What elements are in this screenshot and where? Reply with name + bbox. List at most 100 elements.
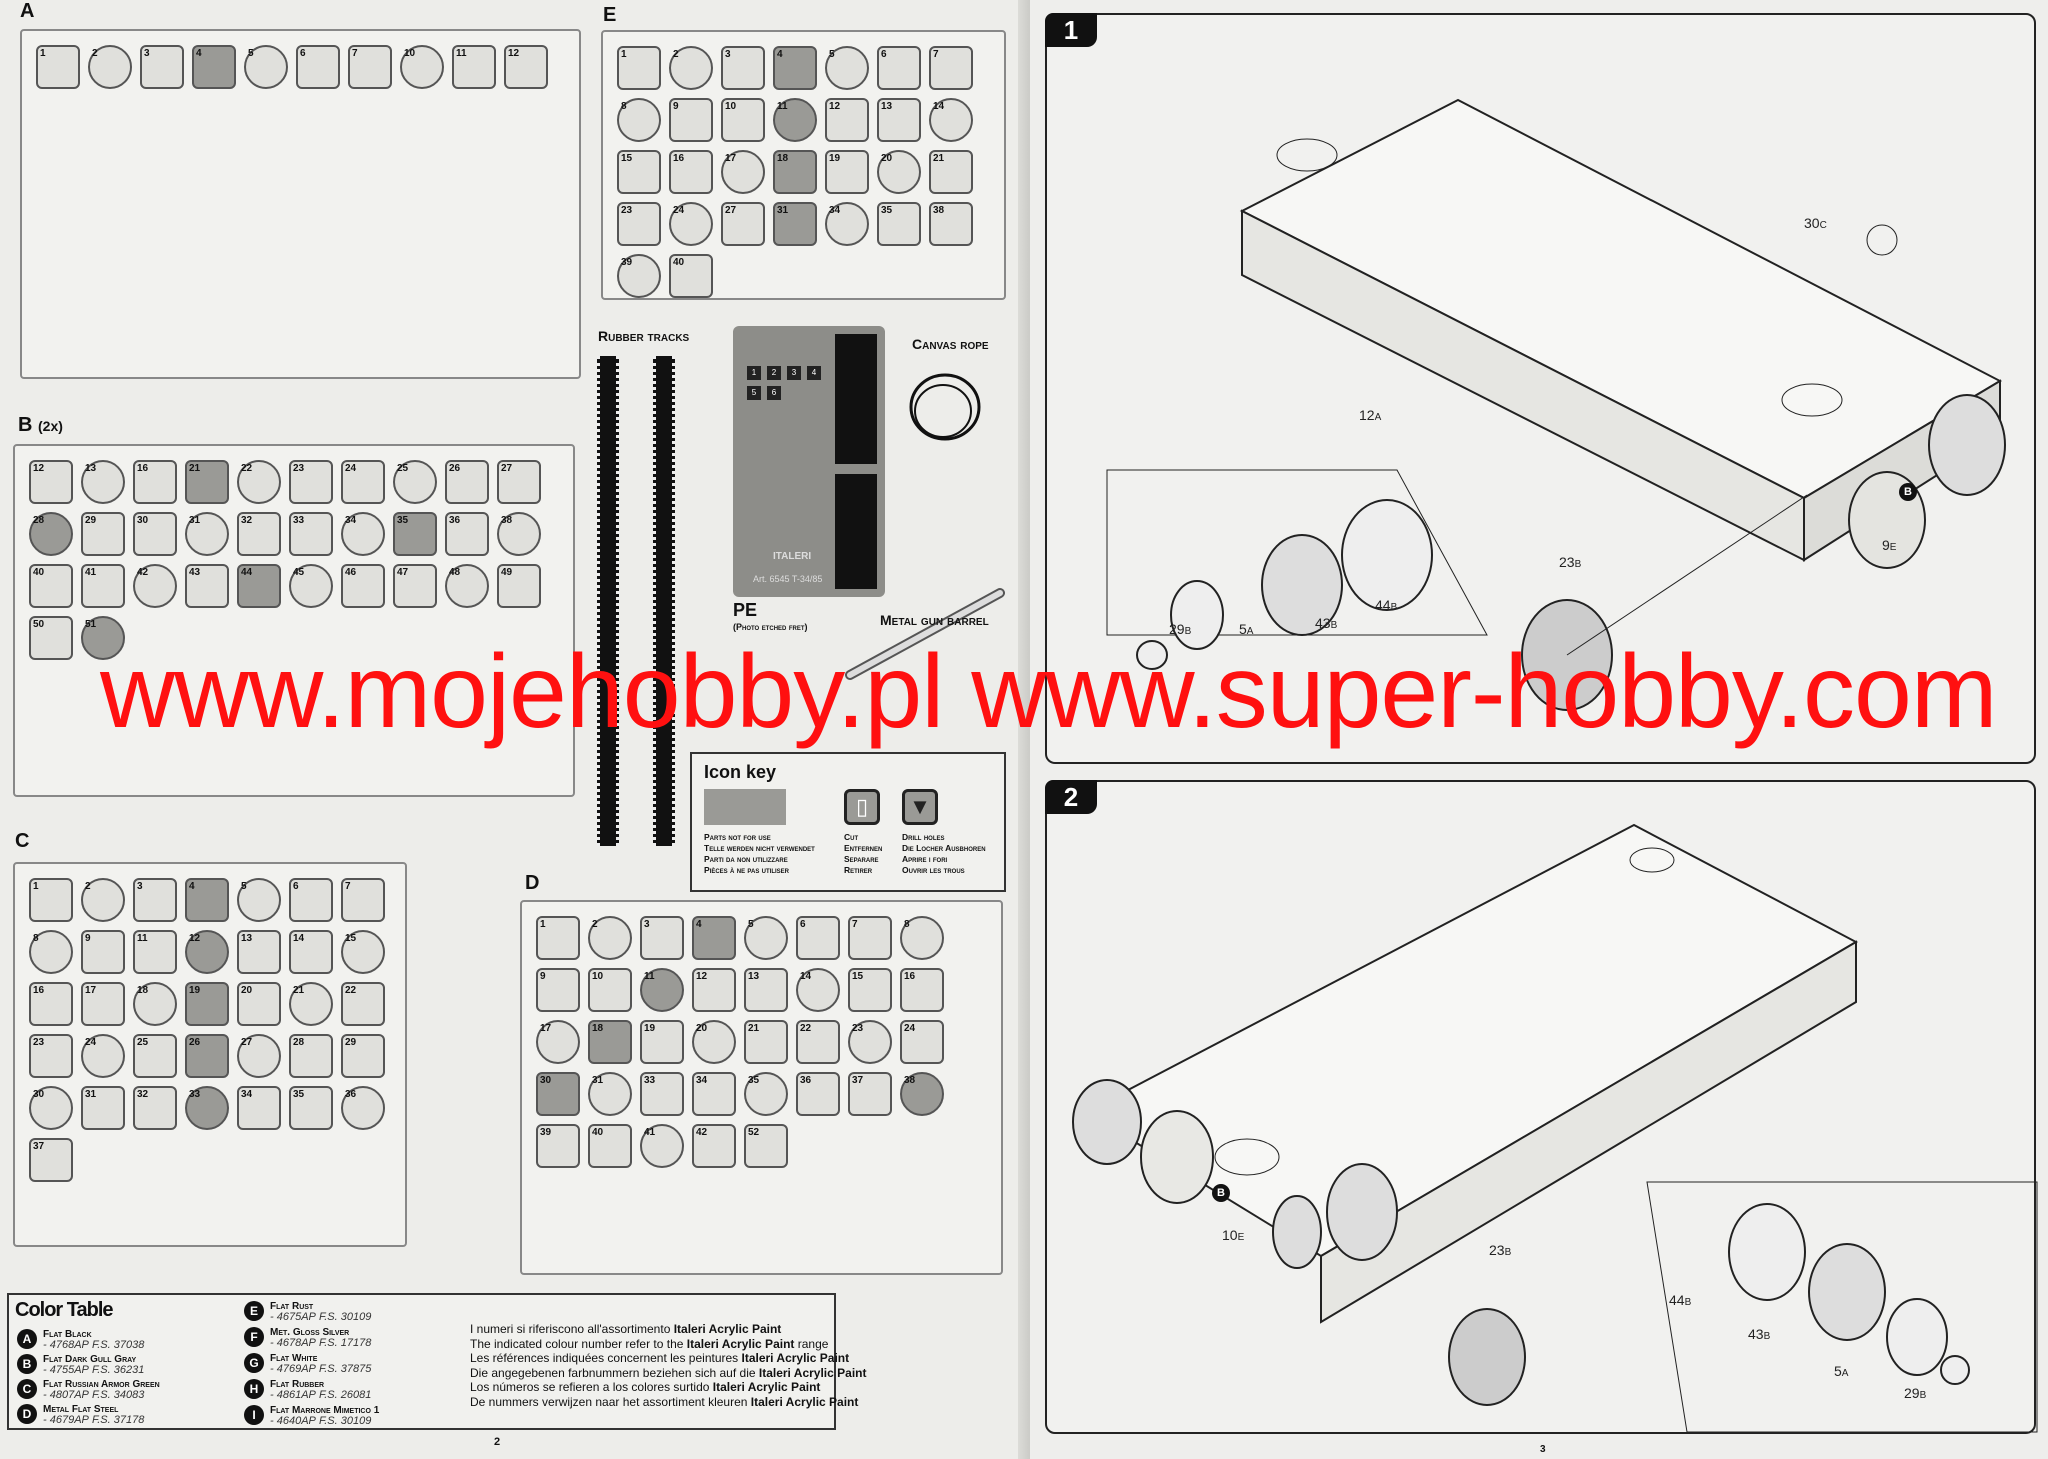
sprue-part: 16 (900, 968, 944, 1012)
color-text: Flat Dark Gull Gray- 4755AP F.S. 36231 (43, 1354, 144, 1376)
gun-barrel-icon (845, 588, 1005, 680)
sprue-part: 13 (744, 968, 788, 1012)
color-code: - 4679AP (43, 1414, 89, 1426)
drill-icon: ▼ (902, 789, 938, 825)
icon-key-line: Cut (844, 832, 859, 842)
sprue-part: 21 (744, 1020, 788, 1064)
part-label: 10E (1222, 1227, 1244, 1243)
page-number-right: 3 (1540, 1444, 1546, 1455)
sprue-part: 19 (825, 150, 869, 194)
sprue-part: 13 (877, 98, 921, 142)
part-label: 44B (1669, 1292, 1691, 1308)
color-codes: - 4768AP F.S. 37038 (43, 1340, 144, 1351)
part-number: 43 (189, 567, 201, 578)
part-number: 12 (189, 933, 201, 944)
part-number: 16 (904, 971, 916, 982)
part-number: 3 (725, 49, 731, 60)
part-number: 22 (800, 1023, 812, 1034)
part-label: 43B (1748, 1326, 1770, 1342)
sprue-part: 20 (237, 982, 281, 1026)
sprue-part: 2 (81, 878, 125, 922)
part-number: 2 (592, 919, 598, 930)
sprue-part: 6 (289, 878, 333, 922)
sprue-part: 1 (36, 45, 80, 89)
sprue-part: 30 (536, 1072, 580, 1116)
icon-key-line: Entfernen (844, 843, 883, 853)
sprue-part: 33 (289, 512, 333, 556)
sprue-part: 1 (536, 916, 580, 960)
sprue-part: 13 (81, 460, 125, 504)
part-number: 35 (881, 205, 893, 216)
sprue-part: 43 (185, 564, 229, 608)
color-table-title: Color Table (15, 1299, 114, 1321)
part-number: 35 (293, 1089, 305, 1100)
note-brand: Italeri Acrylic Paint (758, 1365, 867, 1380)
sprue-d-label: D (525, 872, 540, 894)
part-number: 48 (449, 567, 461, 578)
pe-part: 3 (787, 366, 801, 380)
sprue-b-letter: B (18, 414, 33, 436)
part-number: 11 (456, 48, 467, 59)
part-number: 15 (345, 933, 357, 944)
icon-key-line: Telle werden nicht verwendet (704, 843, 815, 853)
note-brand: Italeri Acrylic Paint (741, 1351, 850, 1365)
sprue-part: 38 (929, 202, 973, 246)
sprue-part: 36 (445, 512, 489, 556)
color-table-notes: I numeri si riferiscono all'assortimento… (470, 1322, 866, 1409)
watermark: www.mojehobby.pl www.super-hobby.com (100, 634, 1998, 750)
part-sprue: B (1574, 559, 1582, 570)
sprue-part: 34 (341, 512, 385, 556)
part-sprue: B (1330, 620, 1338, 631)
sprue-part: 37 (848, 1072, 892, 1116)
sprue-part: 18 (773, 150, 817, 194)
sprue-part: 25 (133, 1034, 177, 1078)
part-number: 15 (621, 153, 633, 164)
part-sprue: B (1504, 1247, 1512, 1258)
part-number: 31 (777, 205, 789, 216)
color-note-line: Los números se refieren a los colores su… (470, 1380, 866, 1395)
sprue-part: 1 (29, 878, 73, 922)
color-code: - 4768AP (43, 1339, 89, 1351)
sprue-part: 14 (929, 98, 973, 142)
part-number: 51 (85, 619, 97, 630)
part-number: 5 (248, 48, 254, 59)
sprue-part: 23 (289, 460, 333, 504)
part-number: 34 (345, 515, 357, 526)
sprue-e-label: E (603, 4, 617, 26)
sprue-part: 11 (133, 930, 177, 974)
sprue-part: 24 (81, 1034, 125, 1078)
part-sprue: A (1841, 1368, 1849, 1379)
sprue-part: 22 (341, 982, 385, 1026)
part-number: 6 (300, 48, 306, 59)
color-letter-badge: A (17, 1329, 37, 1349)
color-fs: F.S. 30109 (318, 1311, 372, 1323)
gun-barrel-label: Metal gun barrel (880, 612, 989, 628)
sprue-part: 23 (29, 1034, 73, 1078)
sprue-part: 31 (185, 512, 229, 556)
sprue-part: 11 (452, 45, 496, 89)
sprue-part: 24 (900, 1020, 944, 1064)
color-code: - 4678AP (270, 1337, 316, 1349)
icon-key-line: Retirer (844, 865, 873, 875)
part-sprue: B (1763, 1331, 1771, 1342)
part-number: 6 (881, 49, 887, 60)
color-fs: F.S. 30109 (318, 1415, 372, 1427)
part-sprue: A (1246, 626, 1254, 637)
sprue-part: 37 (29, 1138, 73, 1182)
part-number: 39 (540, 1127, 552, 1138)
sprue-part: 10 (400, 45, 444, 89)
sprue-part: 10 (588, 968, 632, 1012)
part-number: 1 (40, 48, 46, 59)
sprue-part: 5 (825, 46, 869, 90)
part-number: 44 (1669, 1292, 1685, 1308)
color-note-line: Die angegebenen farbnummern beziehen sic… (470, 1366, 866, 1381)
part-number: 12 (33, 463, 45, 474)
sprue-part: 24 (669, 202, 713, 246)
sprue-part: 26 (445, 460, 489, 504)
part-number: 4 (696, 919, 702, 930)
